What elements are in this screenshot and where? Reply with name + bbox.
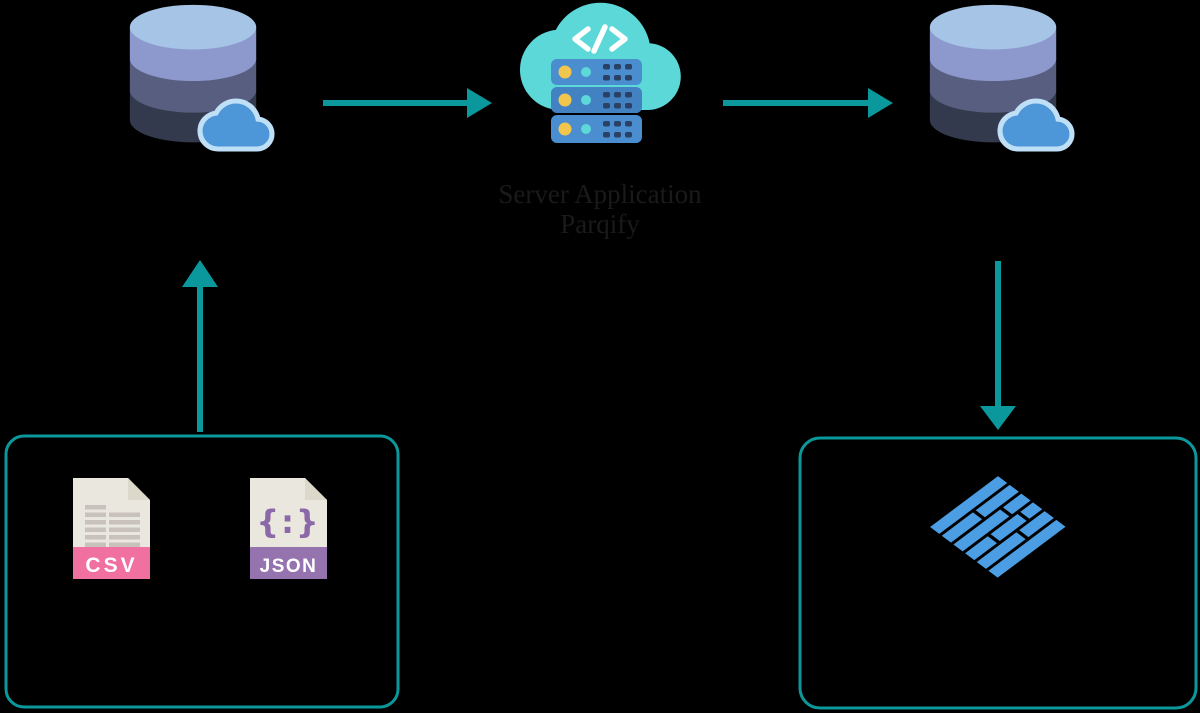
spreadsheet-grid-icon — [85, 505, 140, 547]
arrow-source-to-server-icon — [323, 88, 492, 118]
csv-file-icon: CSV — [73, 478, 150, 579]
server-caption-line1: Server Application — [498, 179, 702, 209]
arrow-server-to-destination-icon — [723, 88, 893, 118]
destination-database-icon — [929, 4, 1072, 149]
json-file-icon: {:} JSON — [250, 478, 327, 579]
code-icon — [572, 24, 628, 54]
server-rack-stack — [551, 59, 642, 143]
csv-label: CSV — [85, 554, 137, 577]
arrow-input-to-source-icon — [182, 260, 218, 432]
server-caption: Server Application Parqify — [400, 179, 800, 239]
json-braces-icon: {:} — [256, 503, 320, 541]
input-files-box — [4, 434, 400, 709]
cloud-server-icon — [520, 2, 681, 143]
arrow-destination-to-output-icon — [980, 261, 1016, 430]
output-files-box — [798, 436, 1198, 710]
json-label: JSON — [260, 556, 318, 577]
server-caption-line2: Parqify — [560, 209, 640, 239]
source-database-icon — [129, 4, 272, 149]
parquet-logo-icon — [930, 476, 1066, 578]
